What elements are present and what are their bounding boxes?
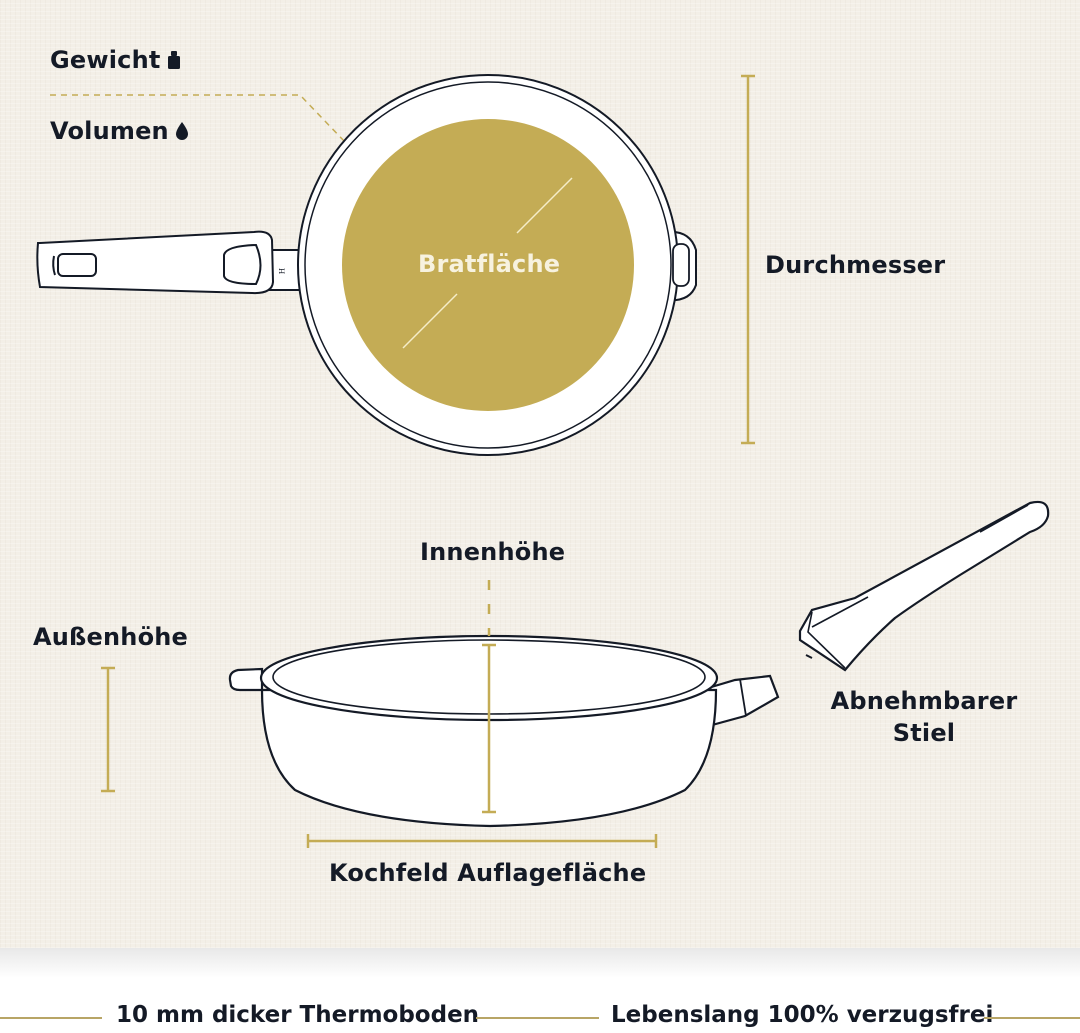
frying-surface-label: Bratfläche [418,250,561,278]
inner-height-dimension [482,580,496,814]
outer-height-dimension [101,666,115,793]
svg-text:H: H [277,268,285,274]
weight-label-text: Gewicht [50,46,161,74]
diameter-label: Durchmesser [765,251,946,279]
droplet-icon [175,118,189,146]
detachable-handle-label: Abnehmbarer Stiel [829,687,1019,747]
top-view-handle: H [36,230,301,295]
footer-divider-left [0,1017,102,1019]
pan-diagram: H [36,74,1050,848]
volume-label-text: Volumen [50,117,169,145]
inner-height-label: Innenhöhe [420,538,566,566]
detachable-handle-drawing [798,500,1050,672]
top-view-pan [297,74,697,456]
detachable-handle-label-line2: Stiel [892,719,956,747]
footer-feature-left: 10 mm dicker Thermoboden [116,1002,480,1028]
volume-label: Volumen [50,117,189,146]
footer-divider-middle [476,1017,599,1019]
hob-contact-dimension [306,834,658,848]
footer-divider-right [984,1017,1080,1019]
hob-contact-label: Kochfeld Auflagefläche [329,859,647,887]
frying-surface [342,119,634,411]
outer-height-label: Außenhöhe [33,623,189,651]
weight-icon [167,47,181,75]
side-view-pan [228,634,780,828]
footer-feature-right: Lebenslang 100% verzugsfrei [611,1002,994,1028]
diameter-dimension [741,74,755,445]
detachable-handle-label-line1: Abnehmbarer [830,687,1018,715]
weight-label: Gewicht [50,46,181,75]
